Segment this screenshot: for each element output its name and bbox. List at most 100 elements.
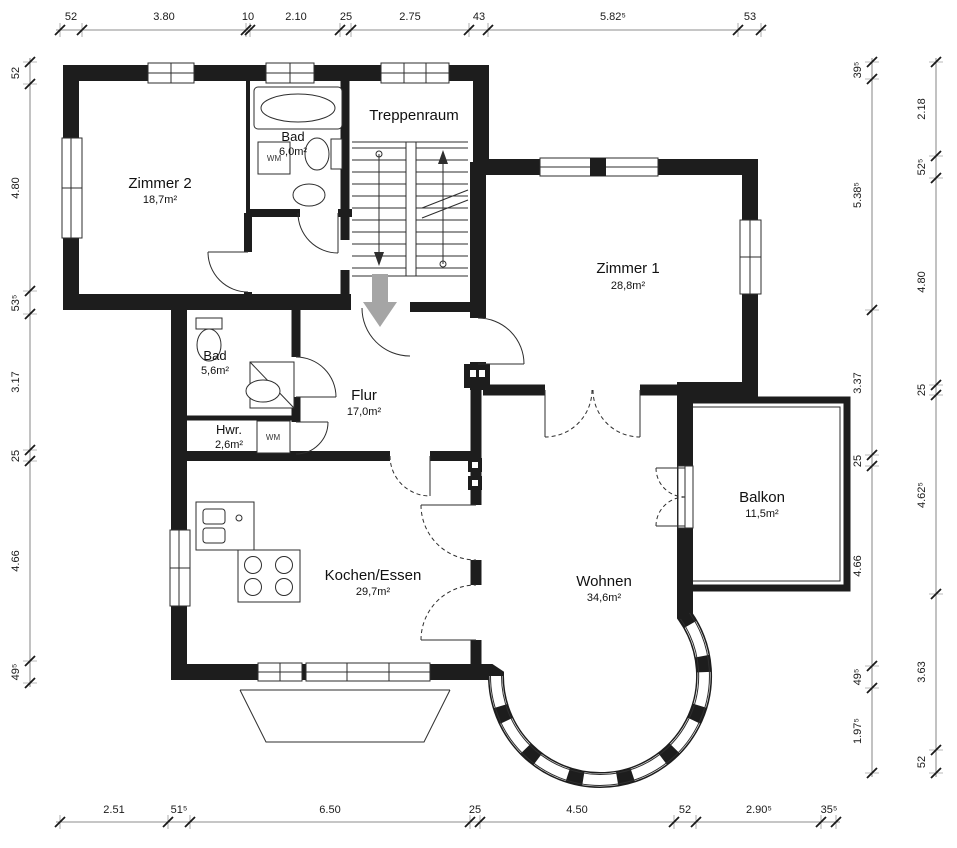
- dim-label: 4.80: [916, 271, 928, 292]
- dim-label: 25: [916, 384, 928, 396]
- room-label-kochen: Kochen/Essen: [325, 567, 422, 584]
- dim-label: 3.63: [916, 661, 928, 682]
- stair-walkline-down: [374, 150, 384, 266]
- staircase: [352, 141, 469, 277]
- dimension-chain-left: 52 4.80 53⁵ 3.17 25 4.66 49⁵: [10, 56, 37, 689]
- dim-label: 10: [242, 11, 254, 23]
- dim-label: 2.90⁵: [746, 804, 772, 816]
- dim-label: 25: [340, 11, 352, 23]
- dim-label: 49⁵: [852, 669, 864, 686]
- dim-label: 3.17: [10, 371, 22, 392]
- hwr-fixtures: WM: [256, 420, 291, 454]
- doors-solid: [207, 212, 525, 455]
- room-label-hwr: Hwr.: [216, 422, 242, 437]
- balcony-outline: [693, 396, 851, 592]
- room-area-hwr: 2,6m²: [215, 439, 243, 451]
- window-kochen-left: [169, 529, 191, 607]
- bathtub: [253, 86, 343, 130]
- stair-walkline-up: [438, 150, 448, 268]
- dim-label: 2.75: [399, 11, 420, 23]
- toilet: [195, 317, 223, 362]
- interior-walls: [171, 81, 693, 676]
- dim-label: 3.80: [153, 11, 174, 23]
- bathroom-mid-fixtures: [195, 317, 295, 409]
- window-zimmer1-right: [739, 219, 762, 295]
- balcony-door-opening: [677, 465, 694, 529]
- dim-label: 1.97⁵: [852, 718, 864, 744]
- room-area-kochen: 29,7m²: [356, 586, 391, 598]
- window-kochen-bottom-small: [257, 662, 303, 682]
- room-area-flur: 17,0m²: [347, 406, 382, 418]
- dim-label: 52: [65, 11, 77, 23]
- room-label-flur: Flur: [351, 387, 377, 404]
- dim-label: 2.51: [103, 804, 124, 816]
- dim-label: 25: [10, 450, 22, 462]
- room-area-bad-mid: 5,6m²: [201, 365, 229, 377]
- chimney-blocks: [464, 364, 490, 490]
- sink: [245, 379, 281, 403]
- stove: [237, 549, 301, 603]
- room-label-treppenraum: Treppenraum: [369, 107, 459, 124]
- dimension-chain-right-outer: 2.18 52⁵ 4.80 25 4.62⁵ 3.63 52: [916, 56, 943, 779]
- dim-label: 4.62⁵: [916, 482, 928, 508]
- dim-label: 52: [10, 67, 22, 79]
- room-label-bad-top: Bad: [281, 129, 304, 144]
- dim-label: 3.37: [852, 372, 864, 393]
- kitchen-fixtures: [195, 501, 301, 603]
- windows: [61, 62, 762, 682]
- room-label-wohnen: Wohnen: [576, 573, 632, 590]
- dim-label: 35⁵: [821, 804, 838, 816]
- window-zimmer2-left: [61, 137, 83, 239]
- terrace-outline: [239, 689, 451, 743]
- room-label-balkon: Balkon: [739, 489, 785, 506]
- window-zimmer2-top: [147, 62, 195, 84]
- dim-label: 52: [679, 804, 691, 816]
- toilet: [304, 137, 343, 171]
- room-area-balkon: 11,5m²: [745, 508, 779, 520]
- dim-label: 52⁵: [916, 159, 928, 176]
- dim-label: 39⁵: [852, 62, 864, 79]
- room-labels: Zimmer 2 18,7m² Bad 6,0m² Treppenraum Zi…: [128, 107, 785, 604]
- dim-label: 5.38⁵: [852, 182, 864, 208]
- wm-label: WM: [266, 433, 281, 442]
- kitchen-sink: [195, 501, 255, 551]
- entrance-arrow: [363, 274, 397, 327]
- sink: [292, 183, 326, 207]
- room-area-zimmer2: 18,7m²: [143, 194, 178, 206]
- dim-label: 2.18: [916, 98, 928, 119]
- dim-label: 4.66: [10, 550, 22, 571]
- dim-label: 53: [744, 11, 756, 23]
- dim-label: 25: [469, 804, 481, 816]
- dim-label: 5.82⁵: [600, 11, 626, 23]
- dim-label: 2.10: [285, 11, 306, 23]
- dim-label: 52: [916, 756, 928, 768]
- window-treppenraum-top: [380, 62, 450, 84]
- dim-label: 51⁵: [171, 804, 188, 816]
- dim-label: 4.80: [10, 177, 22, 198]
- doors-dashed: [389, 389, 686, 641]
- dim-label: 25: [852, 455, 864, 467]
- room-area-wohnen: 34,6m²: [587, 592, 622, 604]
- room-label-bad-mid: Bad: [203, 348, 226, 363]
- dim-label: 4.66: [852, 555, 864, 576]
- dim-label: 4.50: [566, 804, 587, 816]
- washing-machine: WM: [256, 420, 291, 454]
- window-zimmer1-top: [539, 157, 659, 177]
- bathroom-top-fixtures: WM: [253, 86, 343, 207]
- room-label-zimmer1: Zimmer 1: [596, 260, 659, 277]
- room-area-bad-top: 6,0m²: [279, 146, 307, 158]
- dimension-chain-top: 52 3.80 10 2.10 25 2.75 43 5.82⁵ 53: [54, 11, 767, 37]
- dimension-chain-bottom: 2.51 51⁵ 6.50 25 4.50 52 2.90⁵ 35⁵: [54, 804, 842, 829]
- room-area-zimmer1: 28,8m²: [611, 280, 646, 292]
- dim-label: 43: [473, 11, 485, 23]
- window-bad-top: [265, 62, 315, 84]
- room-label-zimmer2: Zimmer 2: [128, 175, 191, 192]
- window-kochen-bottom-wide: [305, 662, 431, 682]
- dimension-chain-right-inner: 39⁵ 5.38⁵ 3.37 25 4.66 49⁵ 1.97⁵: [852, 56, 879, 779]
- dim-label: 53⁵: [10, 295, 22, 312]
- bay-window-band: [489, 612, 711, 787]
- dim-label: 49⁵: [10, 664, 22, 681]
- wm-label: WM: [267, 154, 282, 163]
